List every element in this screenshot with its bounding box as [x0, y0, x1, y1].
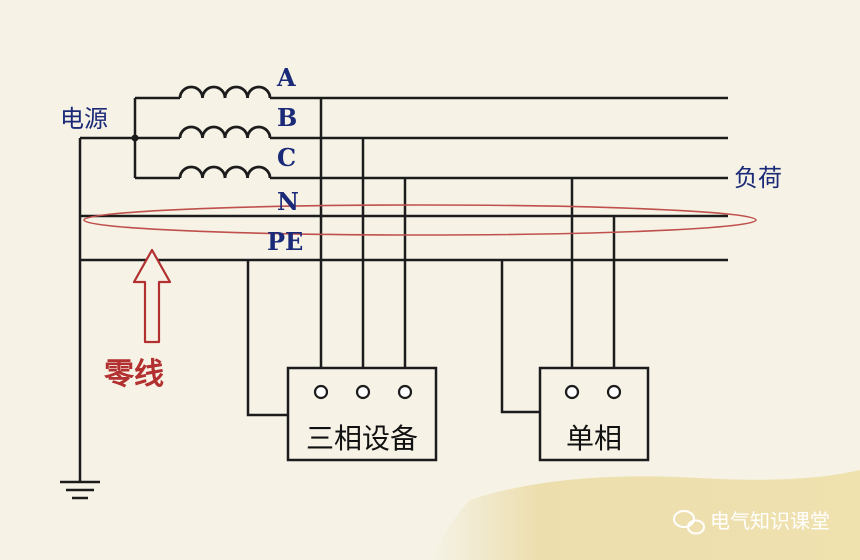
label-three-phase-device: 三相设备 — [306, 422, 418, 455]
coil-a-icon — [178, 85, 272, 99]
watermark: 电气知识课堂 — [673, 509, 830, 535]
label-source: 电源 — [60, 105, 108, 133]
wechat-icon — [673, 510, 705, 535]
junction-dot — [131, 134, 139, 142]
inductor-coils — [178, 85, 272, 179]
three-phase-device-box — [286, 366, 438, 462]
coil-c-icon — [178, 165, 272, 179]
single-phase-device-box — [538, 366, 650, 462]
label-phase-c: C — [277, 143, 296, 172]
neutral-highlight-ellipse — [83, 204, 757, 236]
background-smear — [430, 470, 860, 560]
label-neutral-callout: 零线 — [104, 357, 164, 392]
up-arrow-icon — [132, 248, 172, 344]
label-load: 负荷 — [734, 164, 782, 192]
label-protective-earth: PE — [267, 227, 303, 256]
terminal-3p-a — [313, 384, 329, 400]
label-single-phase-device: 单相 — [566, 422, 622, 455]
terminal-3p-b — [355, 384, 371, 400]
drop-3p-pe — [246, 260, 288, 417]
watermark-text: 电气知识课堂 — [710, 509, 830, 533]
terminal-1p-n — [606, 384, 622, 400]
label-phase-b: B — [277, 103, 297, 132]
drop-1p-pe — [500, 260, 540, 414]
label-neutral: N — [277, 187, 299, 216]
terminal-3p-c — [397, 384, 413, 400]
coil-b-icon — [178, 125, 272, 139]
ground-icon — [60, 480, 100, 500]
terminal-1p-l — [564, 384, 580, 400]
label-phase-a: A — [276, 63, 296, 92]
